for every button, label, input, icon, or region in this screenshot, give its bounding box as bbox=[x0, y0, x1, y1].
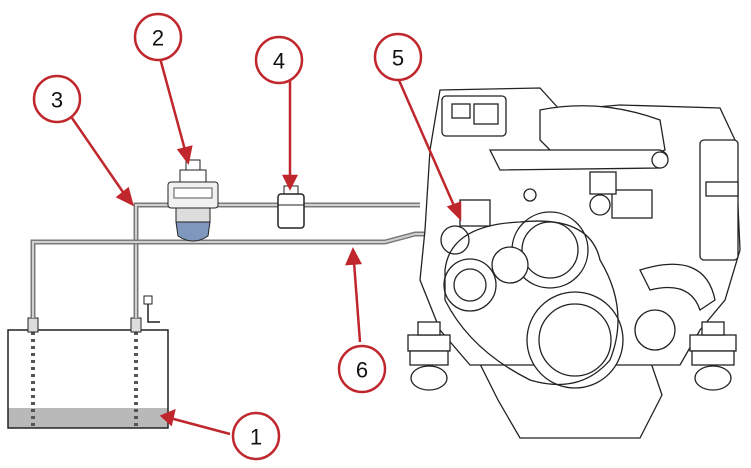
belt bbox=[444, 220, 619, 386]
callout-circles: 1 2 3 4 5 6 bbox=[32, 12, 423, 461]
inline-fuel-filter bbox=[277, 185, 305, 229]
callout-1-label: 1 bbox=[250, 425, 262, 450]
filter-bowl bbox=[175, 221, 211, 242]
fuel-level bbox=[8, 408, 168, 428]
engine bbox=[407, 87, 741, 439]
vent-fitting bbox=[147, 300, 160, 323]
intake-pipe bbox=[488, 149, 669, 171]
callout-3: 3 bbox=[32, 74, 82, 124]
callout-6: 6 bbox=[337, 344, 387, 394]
water-separating-filter bbox=[167, 159, 219, 242]
tank-outline bbox=[7, 329, 169, 429]
callout-2: 2 bbox=[133, 12, 183, 62]
engine-mounts bbox=[407, 321, 737, 391]
callout-5-label: 5 bbox=[392, 46, 404, 71]
callout-3-label: 3 bbox=[51, 88, 63, 113]
fuel-tank bbox=[7, 295, 169, 429]
return-line bbox=[30, 231, 445, 318]
callout-4-label: 4 bbox=[273, 49, 285, 74]
callout-1: 1 bbox=[231, 411, 281, 461]
leader-6 bbox=[352, 261, 362, 343]
leader-3 bbox=[70, 117, 127, 196]
leader-2 bbox=[158, 57, 187, 151]
leader-1 bbox=[169, 416, 231, 436]
return-fitting bbox=[27, 317, 39, 333]
fuel-lines bbox=[30, 202, 445, 318]
callout-4: 4 bbox=[254, 35, 304, 85]
supply-fitting bbox=[130, 317, 142, 333]
callout-leaders bbox=[70, 57, 462, 436]
callout-5: 5 bbox=[373, 32, 423, 82]
oil-filter bbox=[699, 139, 739, 261]
callout-6-label: 6 bbox=[356, 358, 368, 383]
water-pump bbox=[491, 246, 529, 284]
callout-2-label: 2 bbox=[152, 26, 164, 51]
leader-5 bbox=[396, 77, 457, 209]
